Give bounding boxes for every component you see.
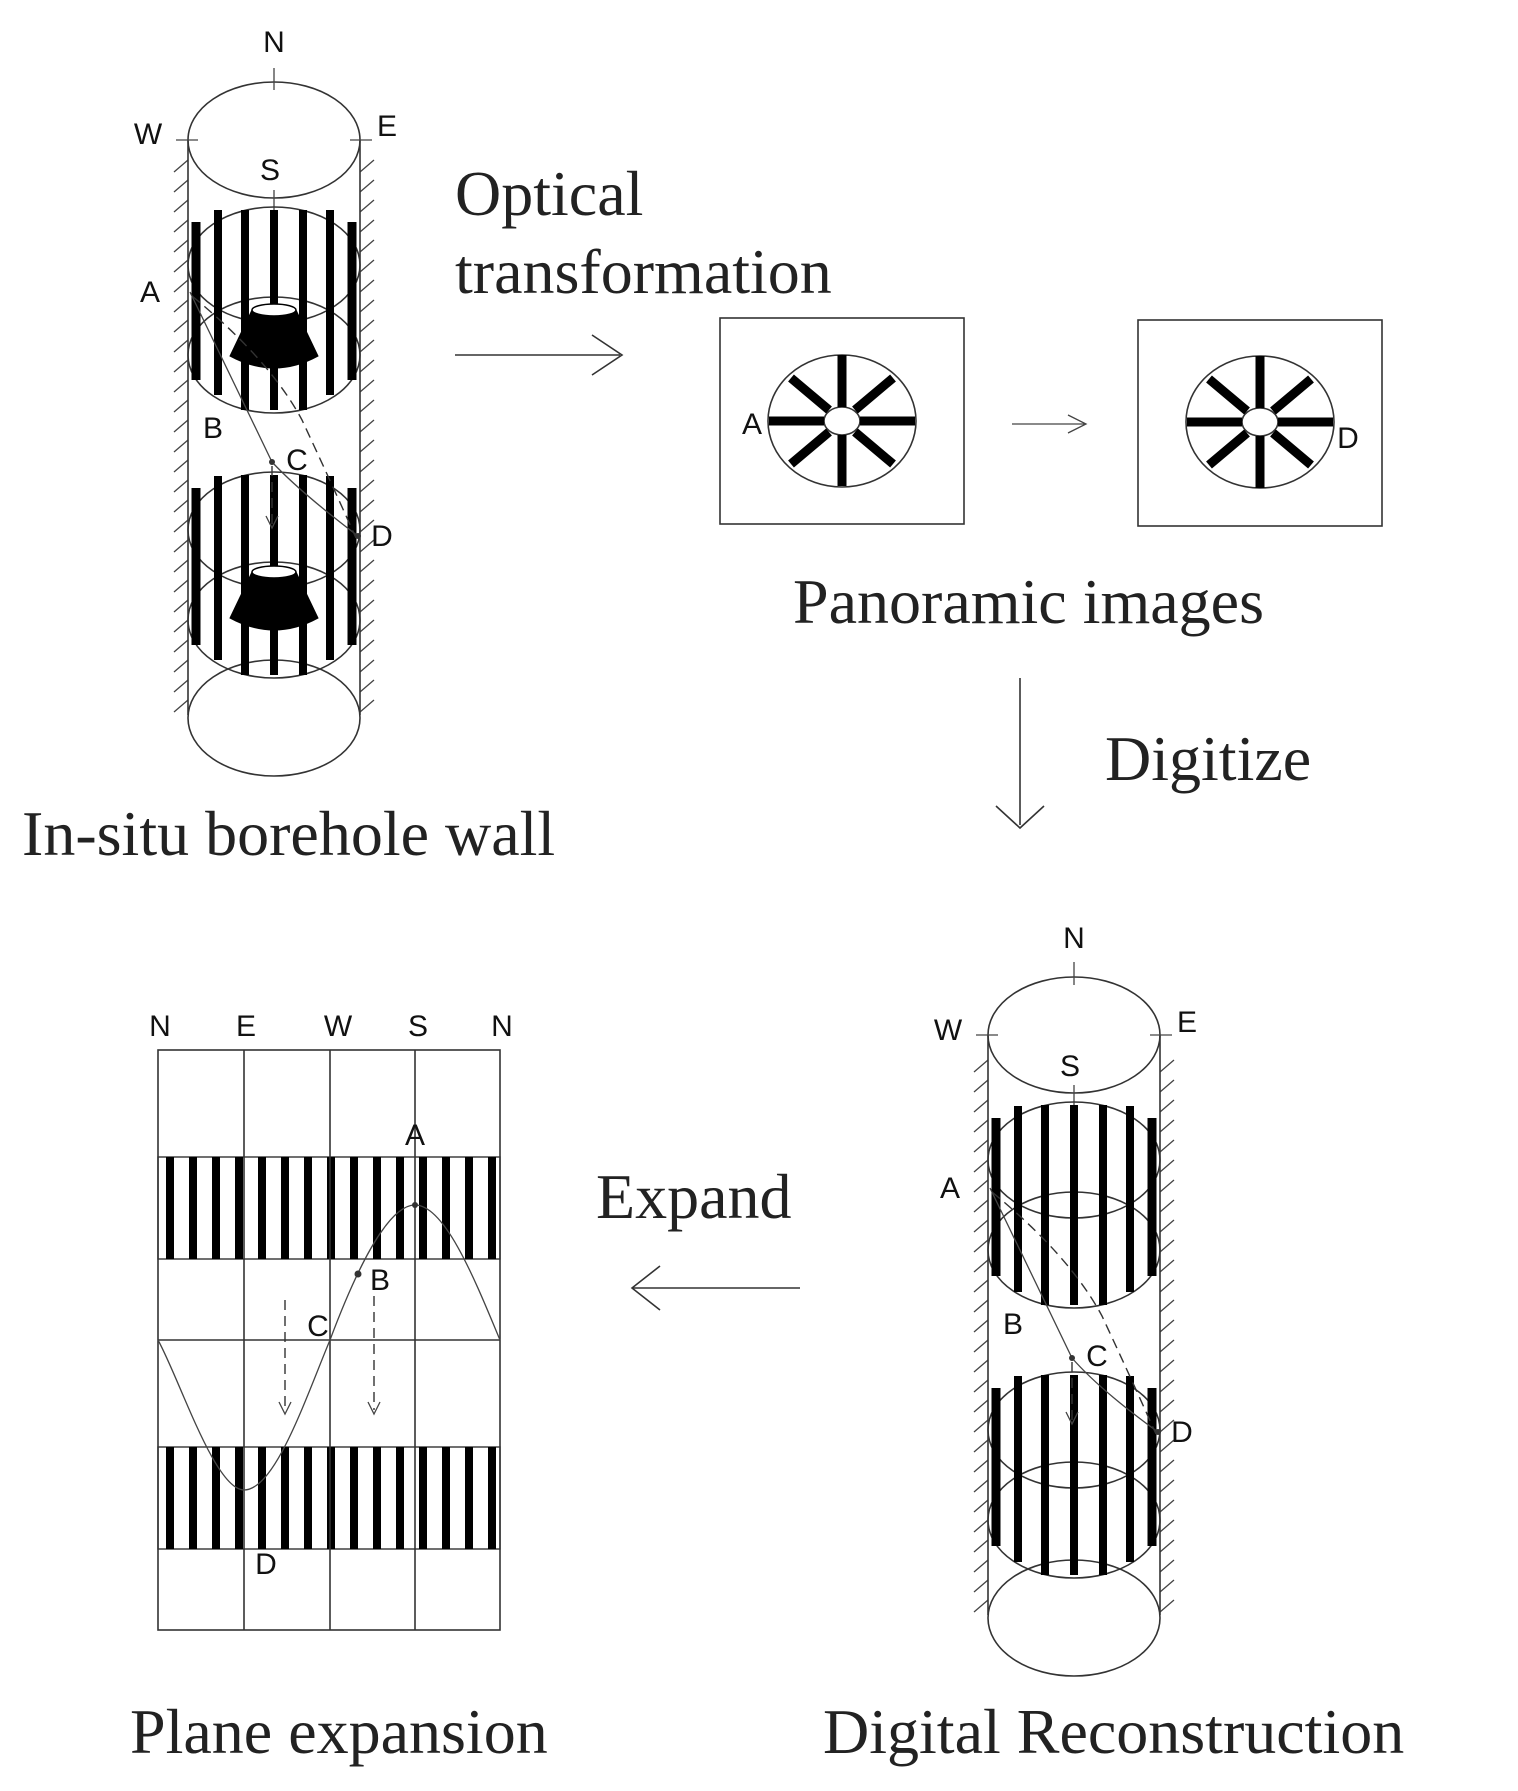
plane-expansion-grid: [157, 1049, 501, 1631]
plane-point-d: D: [255, 1548, 277, 1581]
digital-wall-hatching: [973, 1059, 1175, 1613]
insitu-north-label: N: [263, 26, 285, 59]
insitu-east-label: E: [377, 110, 397, 143]
plane-axis-n2: N: [491, 1010, 513, 1043]
digitize-arrow: [995, 678, 1045, 830]
plane-axis-s: S: [408, 1010, 428, 1043]
expand-arrow: [630, 1265, 800, 1311]
insitu-point-c: C: [286, 444, 308, 477]
insitu-point-b: B: [203, 412, 223, 445]
insitu-wall-hatching: [173, 159, 375, 713]
optical-transformation-arrow: [455, 334, 624, 376]
panoramic-arrow: [1012, 414, 1088, 434]
plane-caption: Plane expansion: [130, 1696, 548, 1767]
panoramic-point-a: A: [742, 408, 762, 441]
panoramic-caption: Panoramic images: [793, 566, 1264, 637]
plane-stripes-lower: [166, 1447, 496, 1549]
digital-point-b: B: [1003, 1308, 1023, 1341]
plane-axis-n1: N: [149, 1010, 171, 1043]
plane-axis-w: W: [324, 1010, 353, 1043]
digital-caption: Digital Reconstruction: [823, 1696, 1404, 1767]
panoramic-point-d: D: [1337, 422, 1359, 455]
insitu-caption: In-situ borehole wall: [22, 798, 555, 869]
digital-east-label: E: [1177, 1006, 1197, 1039]
plane-point-c: C: [307, 1310, 329, 1343]
plane-point-b: B: [370, 1264, 390, 1297]
insitu-west-label: W: [134, 118, 163, 151]
insitu-borehole-cylinder: [173, 68, 375, 777]
panoramic-image-2: [1137, 319, 1383, 527]
digital-point-d: D: [1171, 1416, 1193, 1449]
panoramic-image-1: [719, 317, 965, 525]
digital-west-label: W: [934, 1014, 963, 1047]
insitu-point-a: A: [140, 276, 160, 309]
expand-caption: Expand: [596, 1161, 792, 1232]
digital-north-label: N: [1063, 922, 1085, 955]
digitize-caption: Digitize: [1105, 723, 1311, 794]
optical-caption-line2: transformation: [455, 236, 832, 307]
plane-axis-e: E: [236, 1010, 256, 1043]
digital-point-c: C: [1086, 1340, 1108, 1373]
optical-caption-line1: Optical: [455, 158, 643, 229]
insitu-south-label: S: [260, 154, 280, 187]
insitu-point-d: D: [371, 520, 393, 553]
digital-reconstruction-cylinder: [973, 962, 1175, 1677]
digital-point-a: A: [940, 1172, 960, 1205]
plane-point-a: A: [405, 1119, 425, 1152]
digital-south-label: S: [1060, 1050, 1080, 1083]
plane-stripes-upper: [166, 1157, 496, 1259]
